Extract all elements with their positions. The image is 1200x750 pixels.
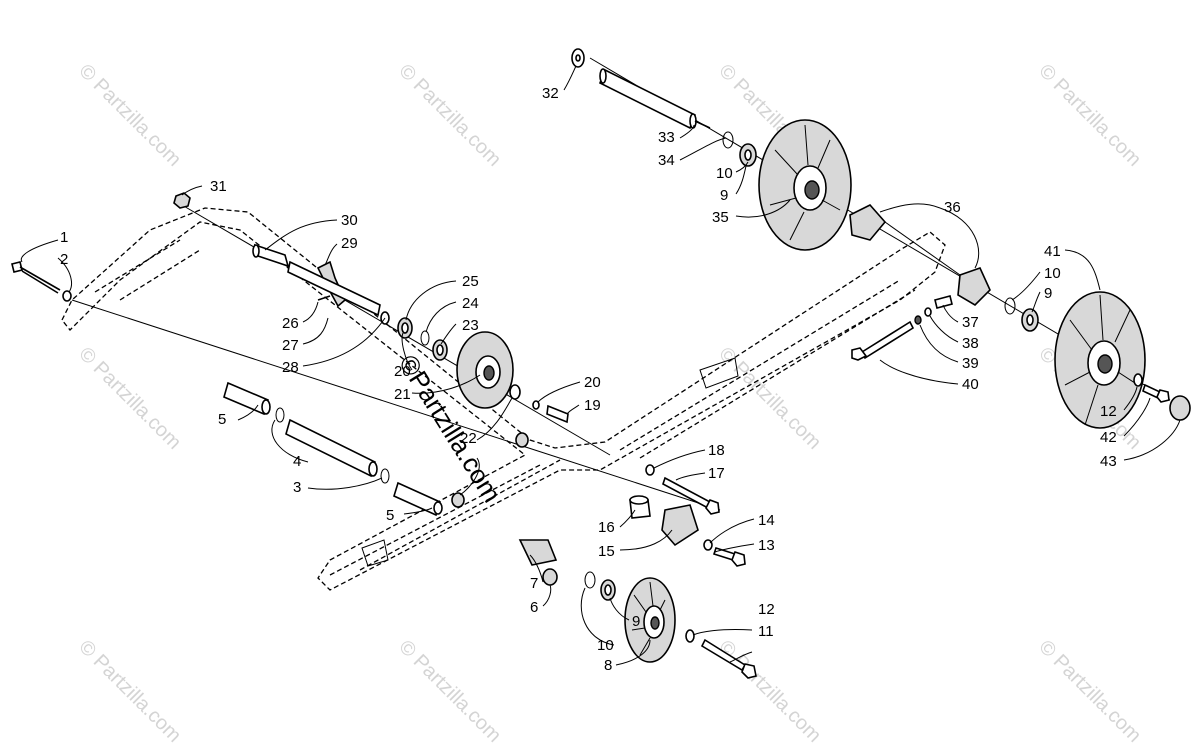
callout: 20 — [584, 374, 601, 391]
callout: 9 — [1044, 285, 1052, 302]
callout: 1 — [60, 229, 68, 246]
callout: 37 — [962, 314, 979, 331]
watermark: © Partzilla.com — [394, 60, 505, 171]
callout: 6 — [530, 599, 538, 616]
slide-rail-rear — [61, 207, 946, 591]
callout: 13 — [758, 537, 775, 554]
callout: 40 — [962, 376, 979, 393]
callout-labels: 1 2 4 3 5 5 7 6 9 10 8 12 11 13 14 15 16… — [60, 85, 1117, 674]
watermark: © Partzilla.com — [1034, 636, 1145, 747]
callout: 36 — [944, 199, 961, 216]
watermark: © Partzilla.com — [74, 60, 185, 171]
leader-lines — [20, 65, 1181, 666]
callout: 5 — [386, 507, 394, 524]
callout: 18 — [708, 442, 725, 459]
callout: 7 — [530, 575, 538, 592]
callout: 27 — [282, 337, 299, 354]
callout: 15 — [598, 543, 615, 560]
callout: 14 — [758, 512, 775, 529]
callout: 11 — [758, 623, 774, 640]
callout: 28 — [282, 359, 299, 376]
callout: 25 — [462, 273, 479, 290]
callout: 4 — [293, 453, 301, 470]
callout: 38 — [962, 335, 979, 352]
watermark: © Partzilla.com — [74, 343, 185, 454]
callout: 19 — [584, 397, 601, 414]
callout: 24 — [462, 295, 479, 312]
watermark: © Partzilla.com — [714, 636, 825, 747]
callout: 9 — [720, 187, 728, 204]
callout: 23 — [462, 317, 479, 334]
callout: 16 — [598, 519, 615, 536]
callout: 8 — [604, 657, 612, 674]
callout: 3 — [293, 479, 301, 496]
callout: 10 — [716, 165, 733, 182]
watermark: © Partzilla.com — [74, 636, 185, 747]
callout: 33 — [658, 129, 675, 146]
watermark: © Partzilla.com — [1034, 60, 1145, 171]
left-shaft-assembly — [11, 192, 757, 679]
callout: 42 — [1100, 429, 1117, 446]
callout: 29 — [341, 235, 358, 252]
callout: 10 — [597, 637, 614, 654]
callout: 5 — [218, 411, 226, 428]
callout: 41 — [1044, 243, 1061, 260]
callout: 9 — [632, 613, 640, 630]
callout: 43 — [1100, 453, 1117, 470]
callout: 26 — [282, 315, 299, 332]
callout: 34 — [658, 152, 675, 169]
callout: 22 — [460, 430, 477, 447]
callout: 12 — [758, 601, 775, 618]
watermark: © Partzilla.com — [394, 636, 505, 747]
callout: 35 — [712, 209, 729, 226]
right-shaft-assembly — [571, 48, 1191, 429]
callout: 20 — [394, 363, 411, 380]
callout: 30 — [341, 212, 358, 229]
callout: 39 — [962, 355, 979, 372]
callout: 10 — [1044, 265, 1061, 282]
callout: 2 — [60, 251, 68, 268]
callout: 31 — [210, 178, 227, 195]
callout: 21 — [394, 386, 411, 403]
callout: 17 — [708, 465, 725, 482]
callout: 12 — [1100, 403, 1117, 420]
callout: 32 — [542, 85, 559, 102]
